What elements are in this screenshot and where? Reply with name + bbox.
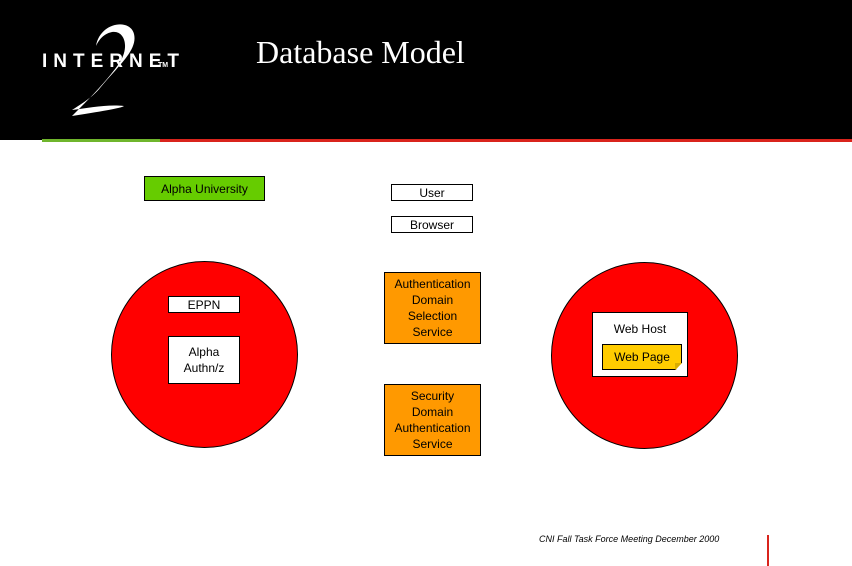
sdas-line: Security [410,389,455,403]
adss-line: Selection [407,309,458,323]
logo-figure-2 [72,24,135,116]
web-host-label: Web Host [613,322,667,336]
alpha-university-label: Alpha University [161,181,248,196]
adss-line: Authentication [394,277,471,291]
slide-title: Database Model [256,34,465,70]
authnz-line: Alpha [188,345,220,359]
header-bar: INTERNET TM Database Model [0,0,852,140]
alpha-university-box: Alpha University [144,176,265,201]
header-accent-green [42,139,160,142]
security-domain-authentication-service-box: Security Domain Authentication Service [384,384,481,456]
user-box: User [391,184,473,201]
web-page-note: Web Page [602,344,682,370]
adss-line: Domain [411,293,454,307]
authentication-domain-selection-service-box: Authentication Domain Selection Service [384,272,481,344]
eppn-label: EPPN [187,297,221,312]
footer-text: CNI Fall Task Force Meeting December 200… [539,534,720,544]
eppn-box: EPPN [168,296,240,313]
web-page-fold-corner [675,363,682,370]
sdas-line: Domain [411,405,454,419]
sdas-line: Authentication [394,421,471,435]
logo-wordmark: INTERNET [42,51,185,72]
internet2-logo: INTERNET TM [42,24,185,116]
browser-box: Browser [391,216,473,233]
web-page-label: Web Page [614,350,670,364]
browser-label: Browser [409,217,454,232]
footer-accent-line [767,535,769,566]
logo-trademark: TM [158,62,168,69]
sdas-line: Service [412,437,453,451]
header-accent-red [160,139,852,142]
adss-line: Service [412,325,453,339]
user-label: User [419,185,445,200]
alpha-authnz-box: Alpha Authn/z [168,336,240,384]
authnz-line: Authn/z [183,361,225,375]
